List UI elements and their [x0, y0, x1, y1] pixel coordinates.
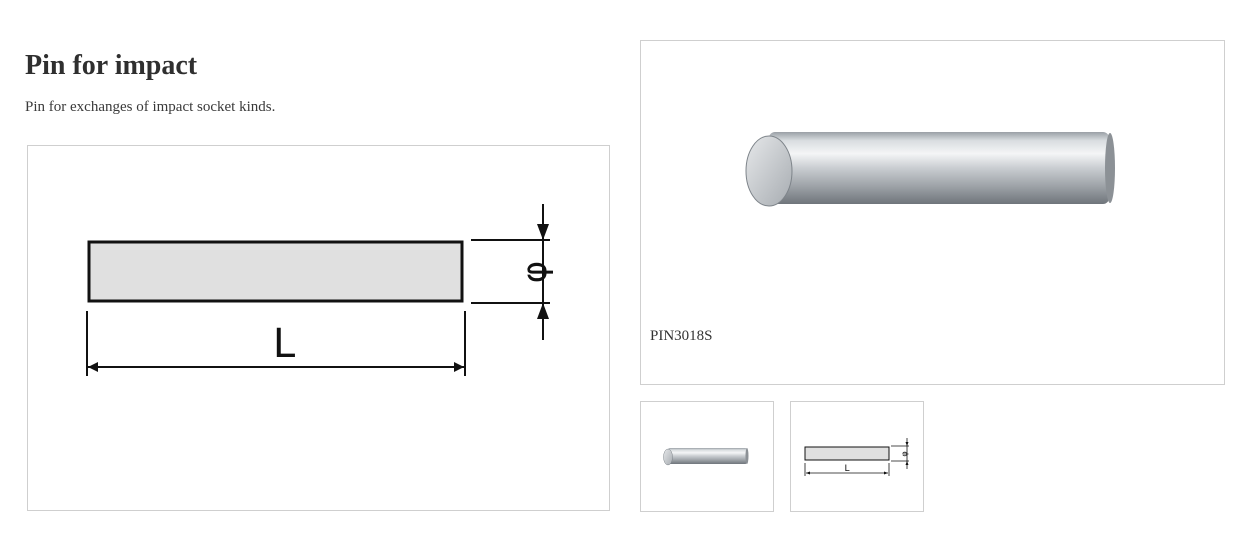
thumbnail-diameter-label: φ: [900, 451, 909, 456]
pin-diagram-thumbnail-icon: L φ: [804, 438, 909, 476]
pin-photo-thumbnail-icon: [663, 448, 749, 466]
pin-cylinder-body: [769, 132, 1109, 204]
product-code-caption: PIN3018S: [650, 328, 713, 344]
dimension-diagram-svg: L φ: [86, 204, 555, 376]
page-title: Pin for impact: [25, 50, 198, 81]
pin-photo-icon: [745, 132, 1115, 207]
pin-cylinder-end: [1105, 133, 1115, 203]
diameter-arrow-bottom: [537, 303, 549, 319]
diameter-label: φ: [515, 261, 555, 283]
pin-cylinder-face: [745, 135, 793, 207]
thumbnail-length-label: L: [844, 464, 849, 474]
thumbnail-diagram[interactable]: L φ: [790, 401, 924, 512]
thumbnail-photo[interactable]: [640, 401, 774, 512]
dimension-diagram: L φ: [27, 145, 610, 511]
product-description: Pin for exchanges of impact socket kinds…: [25, 99, 276, 115]
length-label: L: [273, 321, 296, 367]
product-photo-panel: PIN3018S: [640, 40, 1225, 385]
pin-body-outline: [87, 240, 464, 303]
diameter-arrow-top: [537, 224, 549, 240]
